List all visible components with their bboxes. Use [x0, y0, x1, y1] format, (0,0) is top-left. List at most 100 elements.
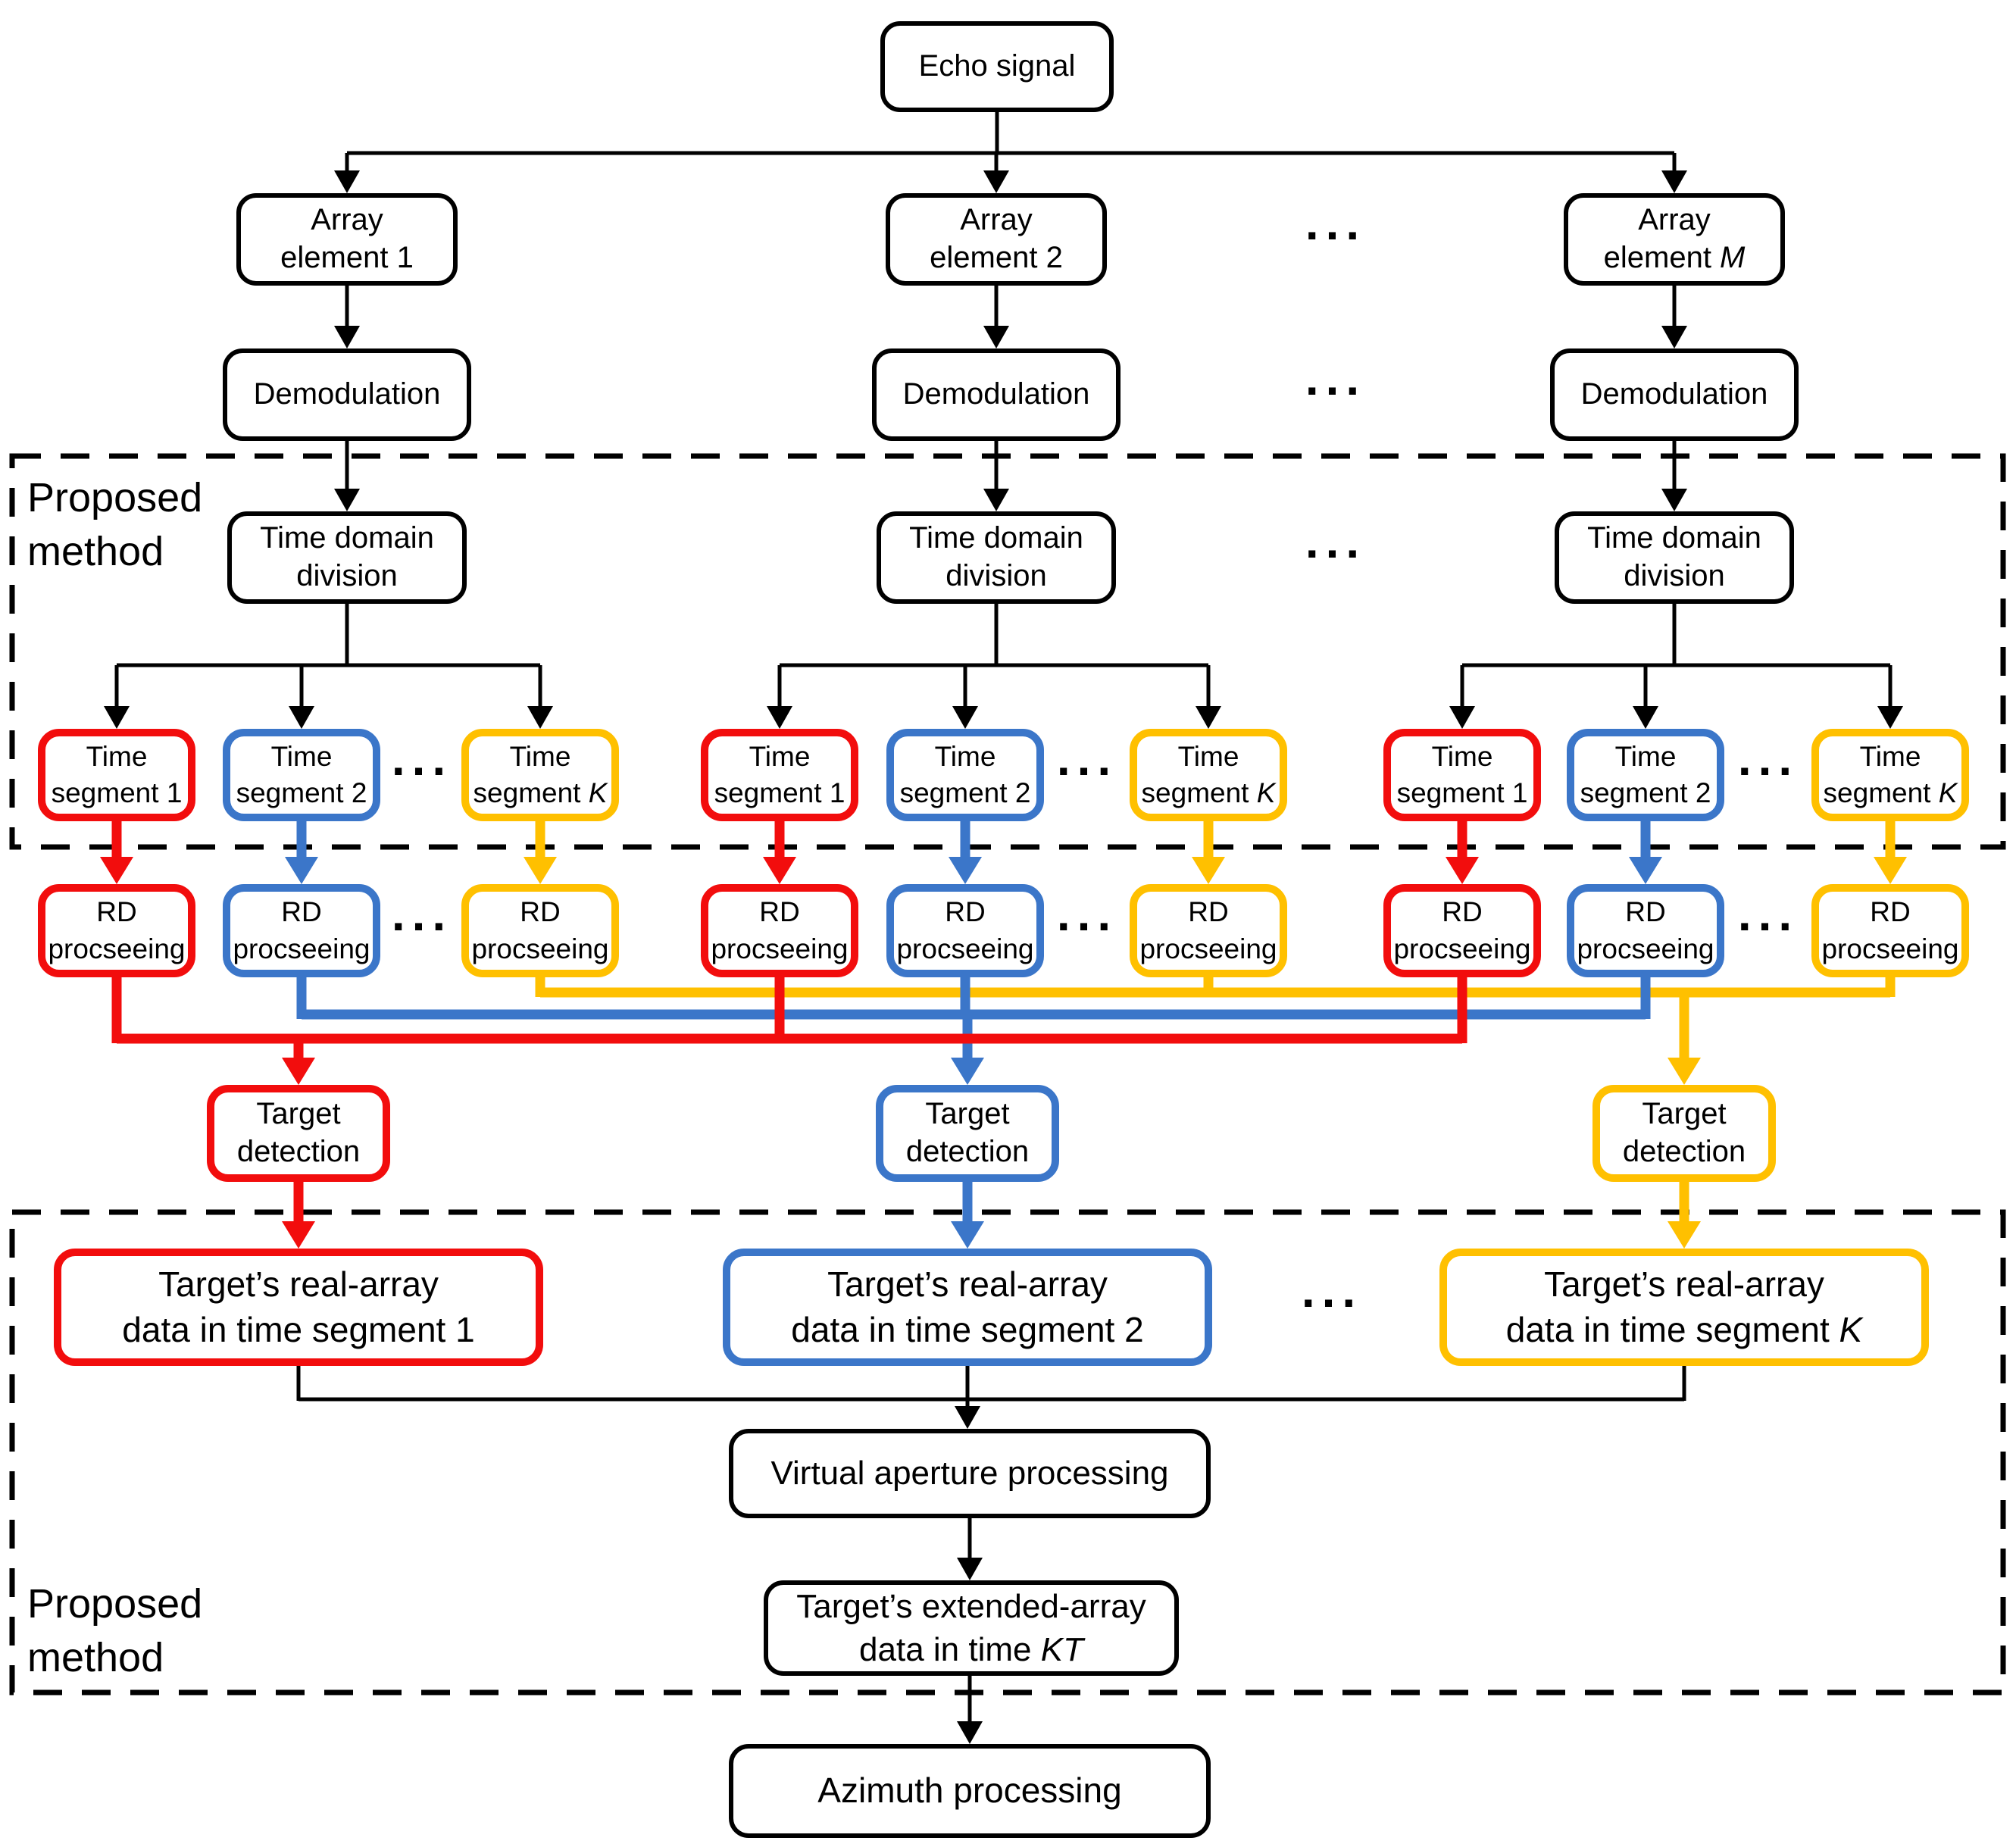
ellipsis-icon: ... — [391, 886, 453, 941]
ts-g2-2-line2: segment 2 — [900, 775, 1031, 811]
time-segment-1-group-1-box: Time segment 1 — [38, 729, 195, 821]
array-element-m-line2: element M — [1604, 239, 1746, 277]
to-extended-array-arrow-head — [957, 1558, 983, 1580]
yellow-to-rd-arrow-head — [1192, 857, 1225, 884]
ts-g2-k-line1: Time — [1177, 740, 1239, 772]
tdd-1-line2: division — [296, 559, 398, 592]
rd-g1-k-line1: RD — [520, 896, 561, 928]
rd-g3-k-line2: procseeing — [1821, 933, 1959, 964]
ellipsis-icon: ... — [1737, 886, 1799, 941]
rd-processing-yellow-group-3-box: RD procseeing — [1811, 884, 1969, 977]
ellipsis-icon: ... — [391, 731, 453, 786]
extended-array-line1: Target’s extended-array — [796, 1587, 1146, 1625]
red-to-rd-arrow-head — [1446, 857, 1479, 884]
array-element-m-box: Array element M — [1564, 193, 1785, 286]
time-segment-2-group-1-box: Time segment 2 — [223, 729, 380, 821]
array-element-m-line1: Array — [1638, 203, 1711, 237]
rd-g3-1-line2: procseeing — [1393, 933, 1531, 964]
rd-g3-2-line2: procseeing — [1577, 933, 1714, 964]
rd-processing-red-group-2-box: RD procseeing — [701, 884, 858, 977]
rd-g1-2-line2: procseeing — [233, 933, 370, 964]
ts-g1-1-line2: segment 1 — [52, 775, 183, 811]
to-demodulation-arrow-head — [1661, 326, 1687, 348]
ts-g2-2-line2-text: segment — [899, 777, 1015, 808]
to-demodulation-arrow-head — [983, 326, 1009, 348]
rd-processing-blue-group-3-box: RD procseeing — [1567, 884, 1724, 977]
demodulation-box-2: Demodulation — [872, 348, 1121, 441]
ts-g2-1-number: 1 — [829, 777, 845, 808]
array-element-m-variable: M — [1720, 241, 1746, 274]
ts-g1-2-line2: segment 2 — [236, 775, 367, 811]
red-to-rd-arrow-head — [100, 857, 133, 884]
array-element-2-line2: element 2 — [930, 239, 1063, 277]
demodulation-label-3: Demodulation — [1580, 377, 1768, 411]
blue-to-rd-arrow-head — [285, 857, 318, 884]
tdd-3-line1: Time domain — [1587, 521, 1761, 555]
proposed-method-region-1 — [9, 453, 2006, 850]
td-yellow-line2: detection — [1622, 1135, 1746, 1168]
extended-array-data-box: Target’s extended-array data in time KT — [764, 1580, 1179, 1676]
time-segment-1-group-2-box: Time segment 1 — [701, 729, 858, 821]
real-array-2-number: 2 — [1124, 1309, 1144, 1349]
red-to-real-array-arrow-head — [282, 1221, 315, 1249]
to-time-segment-arrow-head — [104, 706, 130, 729]
ts-g3-k-variable: K — [1938, 777, 1958, 808]
array-element-1-box: Array element 1 — [236, 193, 458, 286]
proposed-method-label-2-line2: method — [27, 1635, 164, 1681]
array-element-2-line2-text: element — [930, 241, 1046, 274]
rd-g2-1-line2: procseeing — [711, 933, 849, 964]
array-element-2-number: 2 — [1046, 241, 1063, 274]
ellipsis-icon: ... — [1305, 195, 1367, 250]
to-time-segment-arrow-head — [1449, 706, 1475, 729]
ts-g1-1-line1: Time — [86, 740, 148, 772]
time-segment-k-group-3-box: Time segment K — [1811, 729, 1969, 821]
rd-g3-k-line1: RD — [1870, 896, 1911, 928]
red-to-target-detection-arrow-head — [282, 1058, 315, 1085]
rd-g2-2-line1: RD — [945, 896, 986, 928]
real-array-data-segment-k-box: Target’s real-array data in time segment… — [1439, 1249, 1929, 1366]
rd-processing-yellow-group-2-box: RD procseeing — [1130, 884, 1287, 977]
real-array-k-line2-text: data in time segment — [1505, 1309, 1839, 1349]
target-detection-red-box: Target detection — [207, 1085, 390, 1182]
time-segment-2-group-2-box: Time segment 2 — [886, 729, 1044, 821]
ellipsis-icon: ... — [1305, 351, 1367, 405]
real-array-k-line2: data in time segment K — [1506, 1308, 1862, 1353]
time-domain-division-box-2: Time domain division — [877, 511, 1116, 604]
array-element-1-line2: element 1 — [280, 239, 414, 277]
proposed-method-region-2 — [9, 1209, 2006, 1696]
proposed-method-label-1: Proposed method — [27, 471, 202, 580]
to-time-domain-division-arrow-head — [983, 489, 1009, 511]
ts-g1-k-line1: Time — [509, 740, 571, 772]
to-virtual-aperture-arrow-head — [955, 1406, 980, 1429]
array-element-2-line1: Array — [960, 203, 1033, 237]
array-element-1-line1: Array — [311, 203, 383, 237]
ts-g1-2-line2-text: segment — [236, 777, 352, 808]
virtual-aperture-label: Virtual aperture processing — [770, 1455, 1169, 1492]
blue-to-real-array-arrow-head — [951, 1221, 984, 1249]
time-segment-2-group-3-box: Time segment 2 — [1567, 729, 1724, 821]
extended-array-line2-text: data in time — [859, 1631, 1041, 1668]
time-domain-division-box-1: Time domain division — [227, 511, 467, 604]
ts-g3-2-line1: Time — [1614, 740, 1677, 772]
real-array-1-number: 1 — [455, 1309, 475, 1349]
ts-g1-k-line2-text: segment — [473, 777, 589, 808]
rd-g1-1-line1: RD — [96, 896, 137, 928]
ts-g1-1-line2-text: segment — [51, 777, 167, 808]
real-array-1-line2-text: data in time segment — [122, 1309, 456, 1349]
to-time-domain-division-arrow-head — [334, 489, 360, 511]
rd-g3-2-line1: RD — [1625, 896, 1666, 928]
ts-g2-k-line2-text: segment — [1141, 777, 1257, 808]
td-red-line1: Target — [256, 1097, 341, 1131]
ts-g2-k-line2: segment K — [1142, 775, 1276, 811]
real-array-2-line2-text: data in time segment — [791, 1309, 1125, 1349]
array-element-2-box: Array element 2 — [886, 193, 1107, 286]
rd-g2-k-line2: procseeing — [1139, 933, 1277, 964]
real-array-1-line2: data in time segment 1 — [122, 1308, 474, 1353]
real-array-2-line2: data in time segment 2 — [791, 1308, 1143, 1353]
ts-g2-2-number: 2 — [1014, 777, 1031, 808]
tdd-2-line2: division — [945, 559, 1047, 592]
ts-g3-k-line1: Time — [1859, 740, 1921, 772]
echo-signal-box: Echo signal — [880, 21, 1114, 112]
to-time-segment-arrow-head — [1633, 706, 1658, 729]
to-time-segment-arrow-head — [1196, 706, 1221, 729]
